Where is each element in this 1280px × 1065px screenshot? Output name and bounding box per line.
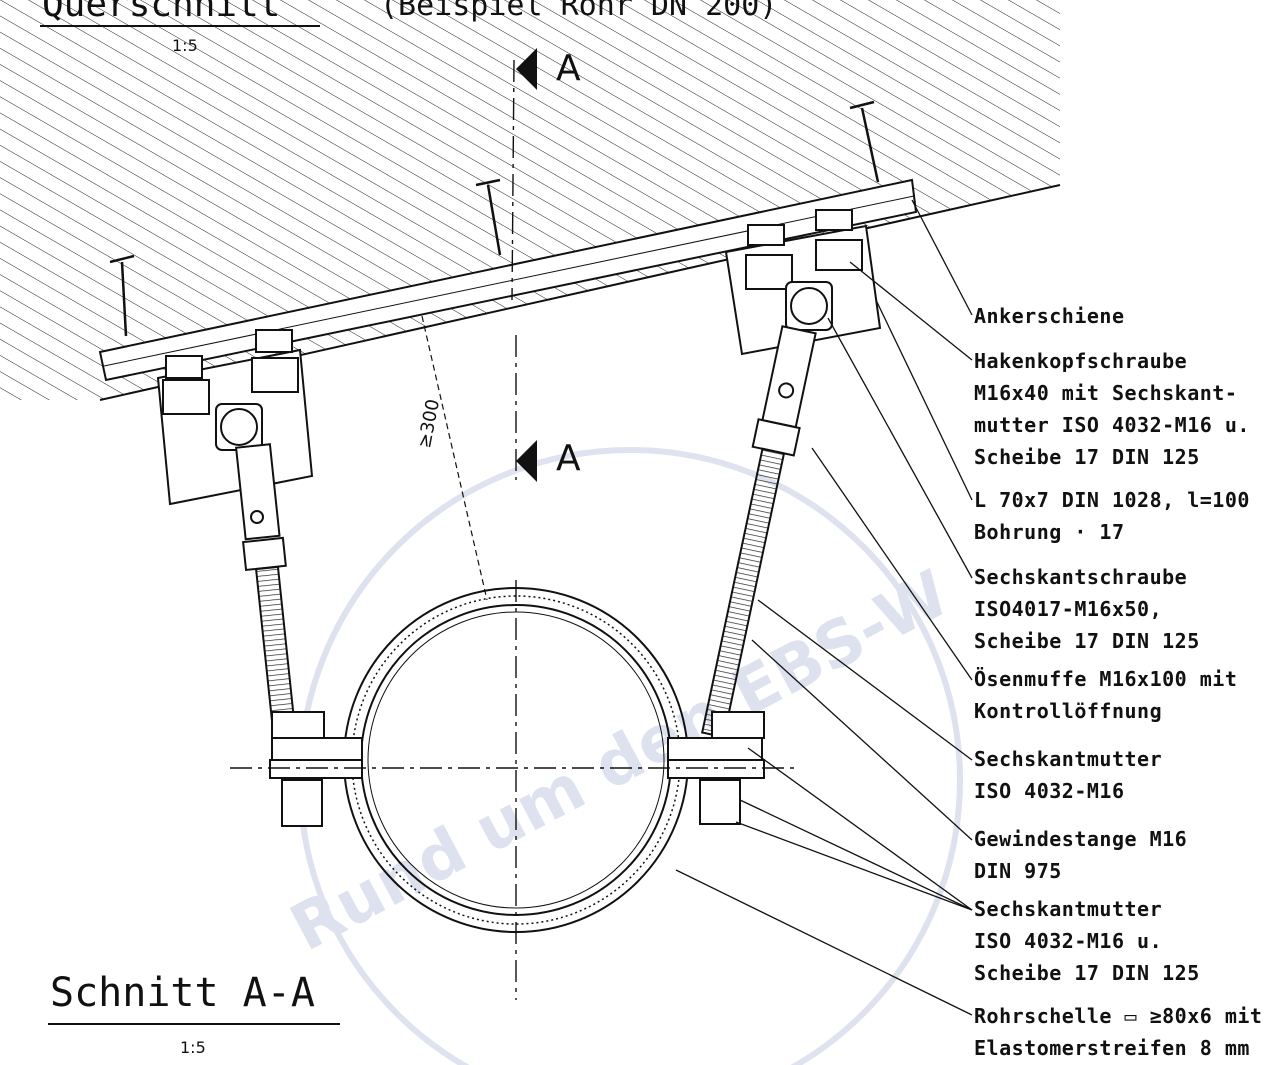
svg-text:Rund um den EBS-W: Rund um den EBS-W: [279, 557, 961, 966]
callout-label-line: ISO4017-M16x50,: [974, 597, 1163, 621]
section-arrows: [516, 48, 537, 482]
callout-label-line: Sechskantmutter: [974, 897, 1163, 921]
callout-label-line: Gewindestange M16: [974, 827, 1188, 851]
watermark: Rund um den EBS-W: [279, 447, 963, 1065]
callout-label-line: Sechskantschraube: [974, 565, 1188, 589]
ceiling-hatch: [0, 0, 1060, 400]
left-threaded-rod: [234, 443, 297, 740]
clamp-fasteners: [269, 711, 765, 827]
section-mark-lower: A: [556, 438, 581, 479]
callout-label-line: Ösenmuffe M16x100 mit: [974, 667, 1238, 691]
callout-label-line: Rohrschelle ▭ ≥80x6 mit: [974, 1004, 1263, 1028]
cross-section-title: Querschnitt: [42, 0, 281, 25]
callout-label-line: ISO 4032-M16 u.: [974, 929, 1163, 953]
section-aa-scale: 1:5: [180, 1038, 206, 1057]
section-mark-upper: A: [556, 48, 581, 89]
clearance-dimension: [421, 315, 488, 601]
example-note: (Beispiel Rohr DN 200): [380, 0, 778, 23]
callout-label-line: Hakenkopfschraube: [974, 349, 1188, 373]
callout-label-line: Sechskantmutter: [974, 747, 1163, 771]
callout-label-line: M16x40 mit Sechskant-: [974, 381, 1238, 405]
leader-lines: [675, 199, 973, 1016]
callout-label-line: L 70x7 DIN 1028, l=100: [974, 488, 1250, 512]
callout-label-line: mutter ISO 4032-M16 u.: [974, 413, 1250, 437]
callout-label-line: DIN 975: [974, 859, 1062, 883]
callout-label-line: Bohrung · 17: [974, 520, 1125, 544]
callout-label-line: Kontrollöffnung: [974, 699, 1163, 723]
callout-label-line: Elastomerstreifen 8 mm: [974, 1036, 1250, 1060]
callout-label-line: Scheibe 17 DIN 125: [974, 445, 1200, 469]
callout-label-line: Scheibe 17 DIN 125: [974, 961, 1200, 985]
callout-label-line: ISO 4032-M16: [974, 779, 1125, 803]
callout-label-line: Scheibe 17 DIN 125: [974, 629, 1200, 653]
section-aa-title: Schnitt A-A: [50, 970, 315, 1016]
callout-label-line: Ankerschiene: [974, 304, 1125, 328]
right-angle-bracket: [724, 209, 882, 356]
centre-lines: [230, 59, 800, 1000]
cross-section-scale: 1:5: [172, 36, 198, 55]
callout-label: Ankerschiene: [974, 300, 1125, 332]
left-angle-bracket: [156, 329, 314, 506]
anchor-studs: [109, 100, 880, 337]
title-underlines: [40, 25, 340, 1025]
